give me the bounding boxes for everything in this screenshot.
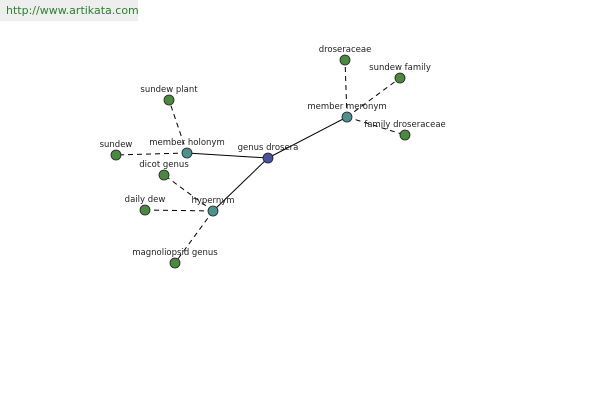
node-sundew-dot[interactable] [110, 149, 122, 161]
relation-node-member-holonym[interactable]: member holonym [149, 138, 225, 159]
edge-genus-drosera-member-meronym [267, 116, 348, 159]
node-dicot-genus[interactable]: dicot genus [139, 160, 189, 181]
node-sundew-label[interactable]: sundew [100, 140, 133, 150]
node-droseraceae[interactable]: droseraceae [319, 45, 372, 66]
node-magnoliopsid-genus-dot[interactable] [169, 257, 181, 269]
center-node-genus-drosera[interactable]: genus drosera [238, 143, 299, 164]
edge-hypernym-magnoliopsid-genus [174, 210, 214, 264]
node-magnoliopsid-genus-label[interactable]: magnoliopsid genus [132, 248, 218, 258]
node-magnoliopsid-genus[interactable]: magnoliopsid genus [132, 248, 218, 269]
node-sundew-family[interactable]: sundew family [369, 63, 431, 84]
relation-node-member-meronym-dot[interactable] [341, 111, 353, 123]
center-node-genus-drosera-dot[interactable] [262, 152, 274, 164]
node-sundew-plant-label[interactable]: sundew plant [140, 85, 198, 95]
node-daily-dew-label[interactable]: daily dew [125, 195, 166, 205]
relation-node-hypernym-dot[interactable] [207, 205, 219, 217]
node-sundew-family-label[interactable]: sundew family [369, 63, 431, 73]
node-sundew-plant-dot[interactable] [163, 94, 175, 106]
edge-member-holonym-sundew-plant [168, 99, 188, 154]
url-banner[interactable]: http://www.artikata.com [0, 0, 139, 21]
relation-node-member-holonym-label[interactable]: member holonym [149, 138, 224, 148]
node-family-droseraceae-dot[interactable] [399, 129, 411, 141]
node-daily-dew[interactable]: daily dew [125, 195, 166, 216]
relation-node-hypernym[interactable]: hypernym [191, 196, 235, 217]
node-family-droseraceae[interactable]: family droseraceae [364, 120, 446, 141]
node-sundew-plant[interactable]: sundew plant [140, 85, 198, 106]
graph-edges [115, 59, 406, 264]
node-dicot-genus-dot[interactable] [158, 169, 170, 181]
node-sundew[interactable]: sundew [100, 140, 133, 161]
edge-hypernym-daily-dew [144, 209, 214, 212]
node-family-droseraceae-label[interactable]: family droseraceae [364, 120, 446, 130]
edge-member-holonym-sundew [115, 152, 188, 156]
node-dicot-genus-label[interactable]: dicot genus [139, 160, 189, 170]
edge-member-meronym-droseraceae [344, 59, 348, 118]
node-droseraceae-dot[interactable] [339, 54, 351, 66]
center-node-genus-drosera-label[interactable]: genus drosera [238, 143, 299, 153]
node-sundew-family-dot[interactable] [394, 72, 406, 84]
node-droseraceae-label[interactable]: droseraceae [319, 45, 372, 55]
relation-node-member-meronym[interactable]: member meronym [307, 102, 387, 123]
relation-node-member-meronym-label[interactable]: member meronym [307, 102, 386, 112]
edge-genus-drosera-hypernym [212, 157, 269, 212]
edge-member-meronym-family-droseraceae [346, 116, 406, 136]
relation-node-hypernym-label[interactable]: hypernym [191, 196, 234, 206]
graph-nodes: droseraceae sundew family family droserace… [100, 45, 446, 269]
edge-member-meronym-sundew-family [346, 77, 401, 118]
node-daily-dew-dot[interactable] [139, 204, 151, 216]
relation-node-member-holonym-dot[interactable] [181, 147, 193, 159]
edge-hypernym-dicot-genus [163, 174, 214, 212]
edge-genus-drosera-member-holonym [186, 152, 269, 159]
